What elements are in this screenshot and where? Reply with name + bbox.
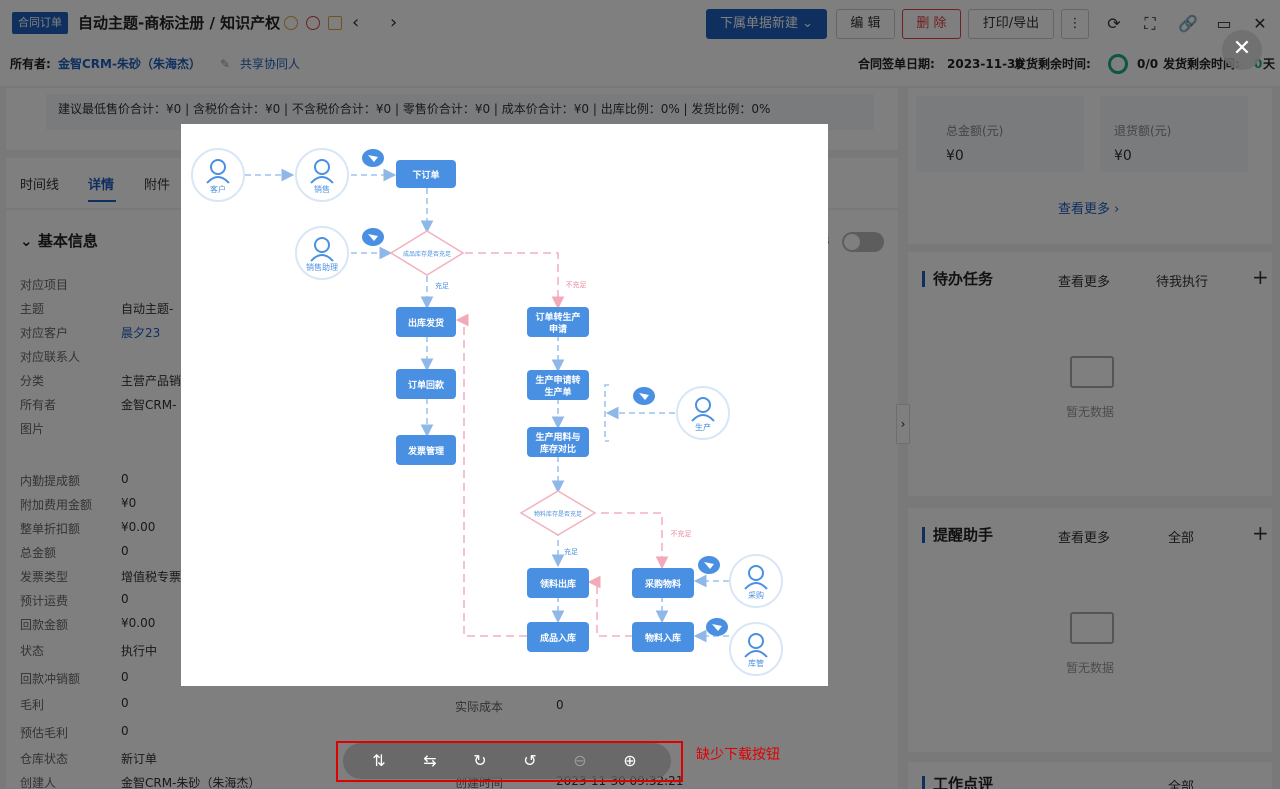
annotation-text: 缺少下载按钮 — [696, 747, 780, 763]
flowchart-image: 下订单出库发货 订单转生产申请订单回款 生产申请转生产单发票管理 生产用料与库存对比领… — [181, 124, 828, 686]
actor-body-icon — [206, 176, 230, 184]
flow-decision — [389, 230, 465, 276]
flow-decision — [519, 490, 597, 536]
flow-edge-label: 充足 — [564, 547, 578, 556]
pointer-arrow-icon — [639, 393, 649, 400]
flow-edge-label: 不充足 — [566, 280, 587, 289]
flow-node-label: 申请 — [549, 323, 567, 335]
flow-node-label: 订单转生产 — [535, 311, 580, 323]
flow-node-label: 生产申请转 — [535, 374, 580, 386]
flow-node-label: 生产用料与 — [535, 431, 580, 443]
annotation-highlight-box — [336, 741, 683, 782]
zoom-out-button[interactable]: ⊖ — [573, 751, 587, 770]
actor-body-icon — [310, 176, 334, 184]
pointer-arrow-icon — [368, 234, 378, 241]
actor-label: 销售助理 — [306, 262, 338, 272]
flip-horizontal-button[interactable]: ⇆ — [423, 751, 437, 770]
flow-edge-label: 充足 — [435, 281, 449, 290]
actor-head-icon — [314, 159, 330, 175]
pointer-arrow-icon — [368, 155, 378, 162]
flow-node — [632, 568, 694, 598]
actor-label: 采购 — [748, 590, 764, 600]
flow-node — [396, 160, 456, 188]
rotate-right-button[interactable]: ↻ — [473, 751, 487, 770]
actor-head-icon — [695, 397, 711, 413]
actor-head-icon — [314, 237, 330, 253]
flow-node-label: 订单回款 — [408, 379, 445, 391]
flow-node-label: 采购物料 — [644, 578, 681, 590]
flow-decision-label: 成品库存是否充足 — [403, 250, 451, 258]
flow-node-label: 下订单 — [412, 169, 439, 181]
flow-edge-label: 不充足 — [671, 529, 692, 538]
flow-node — [527, 307, 589, 337]
pointer-arrow-icon — [712, 624, 722, 631]
flow-node-label: 生产单 — [544, 386, 571, 398]
flow-node-label: 成品入库 — [540, 632, 576, 644]
rotate-left-button[interactable]: ↺ — [523, 751, 537, 770]
actor-head-icon — [748, 633, 764, 649]
flow-node-label: 物料入库 — [645, 632, 681, 644]
flow-decision-label: 物料库存是否充足 — [534, 510, 582, 518]
actor-body-icon — [691, 414, 715, 422]
flow-node — [527, 370, 589, 400]
flow-node — [632, 622, 694, 652]
flip-vertical-button[interactable]: ⇅ — [372, 751, 386, 770]
flow-node — [396, 307, 456, 337]
flow-node — [396, 435, 456, 465]
actor-head-icon — [210, 159, 226, 175]
actor-label: 销售 — [314, 184, 330, 194]
actor-body-icon — [310, 254, 334, 262]
actor-label: 生产 — [695, 422, 711, 432]
flow-node — [527, 427, 589, 457]
preview-toolbar: ⇅ ⇆ ↻ ↺ ⊖ ⊕ — [343, 743, 671, 779]
flow-node — [396, 369, 456, 399]
actor-label: 客户 — [210, 184, 226, 194]
actor-body-icon — [744, 582, 768, 590]
flow-node — [527, 622, 589, 652]
flow-node — [527, 568, 589, 598]
actor-label: 库管 — [748, 658, 764, 668]
actor-body-icon — [744, 650, 768, 658]
flow-node-label: 发票管理 — [407, 445, 444, 457]
zoom-in-button[interactable]: ⊕ — [623, 751, 637, 770]
close-preview-button[interactable]: ✕ — [1222, 30, 1262, 70]
flow-node-label: 领料出库 — [540, 578, 576, 590]
pointer-arrow-icon — [704, 562, 714, 569]
actor-head-icon — [748, 565, 764, 581]
flow-node-label: 库存对比 — [540, 443, 576, 455]
flow-node-label: 出库发货 — [408, 317, 444, 329]
